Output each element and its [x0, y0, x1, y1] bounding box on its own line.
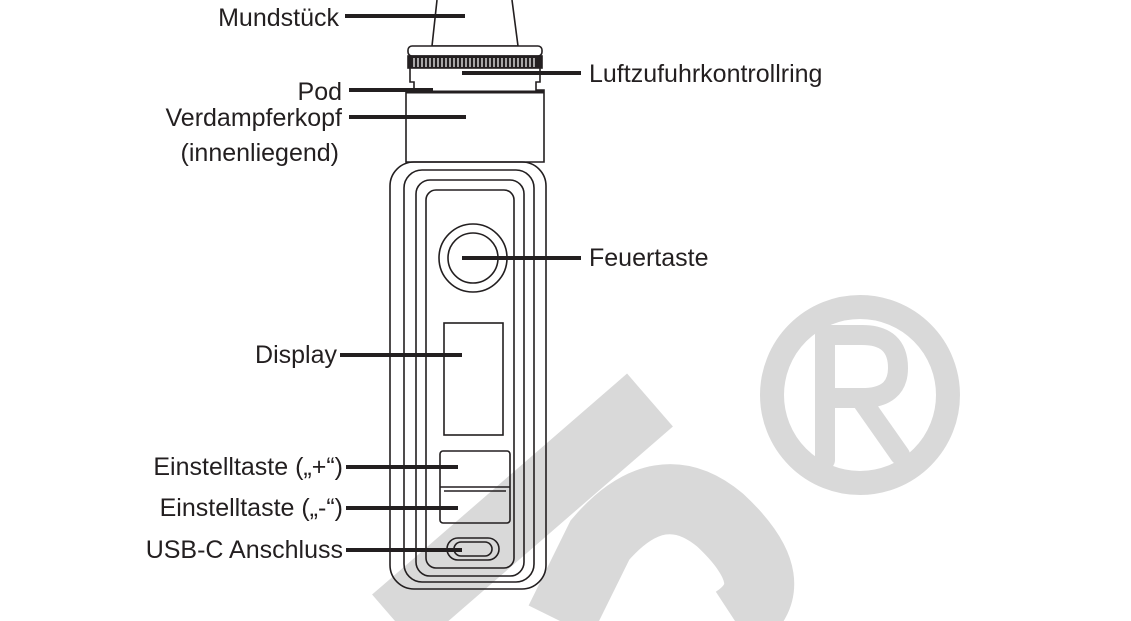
device-body-inner: [403, 169, 535, 583]
mouthpiece-shape: [431, 0, 519, 47]
watermark-big-letter-stem: [372, 373, 673, 621]
label-airflow-ring: Luftzufuhrkontrollring: [589, 60, 823, 88]
label-usb-port: USB-C Anschluss: [145, 536, 343, 564]
label-adjust-minus: Einstelltaste („-“): [159, 494, 343, 522]
device-panel-inner: [425, 189, 515, 569]
label-coil-note: (innenliegend): [180, 139, 339, 167]
label-coil: Verdampferkopf: [165, 104, 343, 132]
label-pod: Pod: [297, 78, 342, 106]
label-adjust-plus: Einstelltaste („+“): [153, 453, 343, 481]
display-window: [443, 322, 504, 436]
watermark-big-letter-bowl: [528, 464, 795, 621]
label-display: Display: [255, 341, 337, 369]
watermark-registered-letter: [815, 325, 910, 470]
device-panel: [415, 179, 525, 577]
leader-lines: [340, 14, 581, 552]
device: [389, 0, 547, 590]
label-fire-button: Feuertaste: [589, 244, 709, 272]
label-mouthpiece: Mundstück: [218, 4, 339, 32]
watermark: [372, 295, 960, 621]
device-body: [389, 161, 547, 590]
watermark-registered-circle: [760, 295, 960, 495]
airflow-ring-shape: [407, 45, 543, 69]
